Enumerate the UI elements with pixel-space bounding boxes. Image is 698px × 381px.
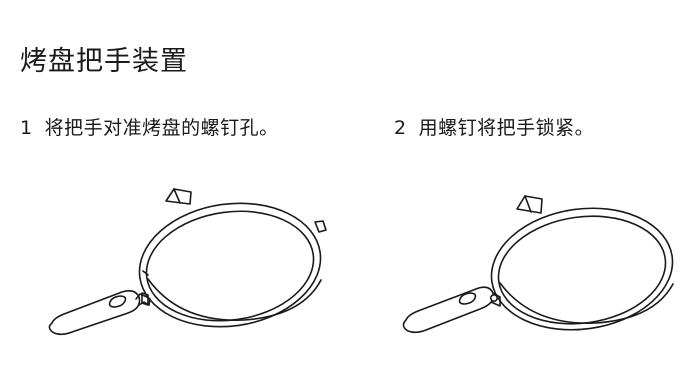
step-1-number: 1 [20,117,33,139]
page-title: 烤盘把手装置 [20,46,188,77]
step-2-text: 用螺钉将把手锁紧。 [418,117,595,139]
step-1-caption: 1 将把手对准烤盘的螺钉孔。 [20,119,279,138]
step-2: 2 用螺钉将把手锁紧。 [394,119,594,138]
pan-handle-aligned-illustration [40,180,340,354]
step-1: 1 将把手对准烤盘的螺钉孔。 [20,119,279,138]
pan-handle-attached-illustration [396,180,696,354]
step-2-caption: 2 用螺钉将把手锁紧。 [394,119,594,138]
step-2-number: 2 [394,117,407,139]
step-1-text: 将把手对准烤盘的螺钉孔。 [44,117,279,139]
